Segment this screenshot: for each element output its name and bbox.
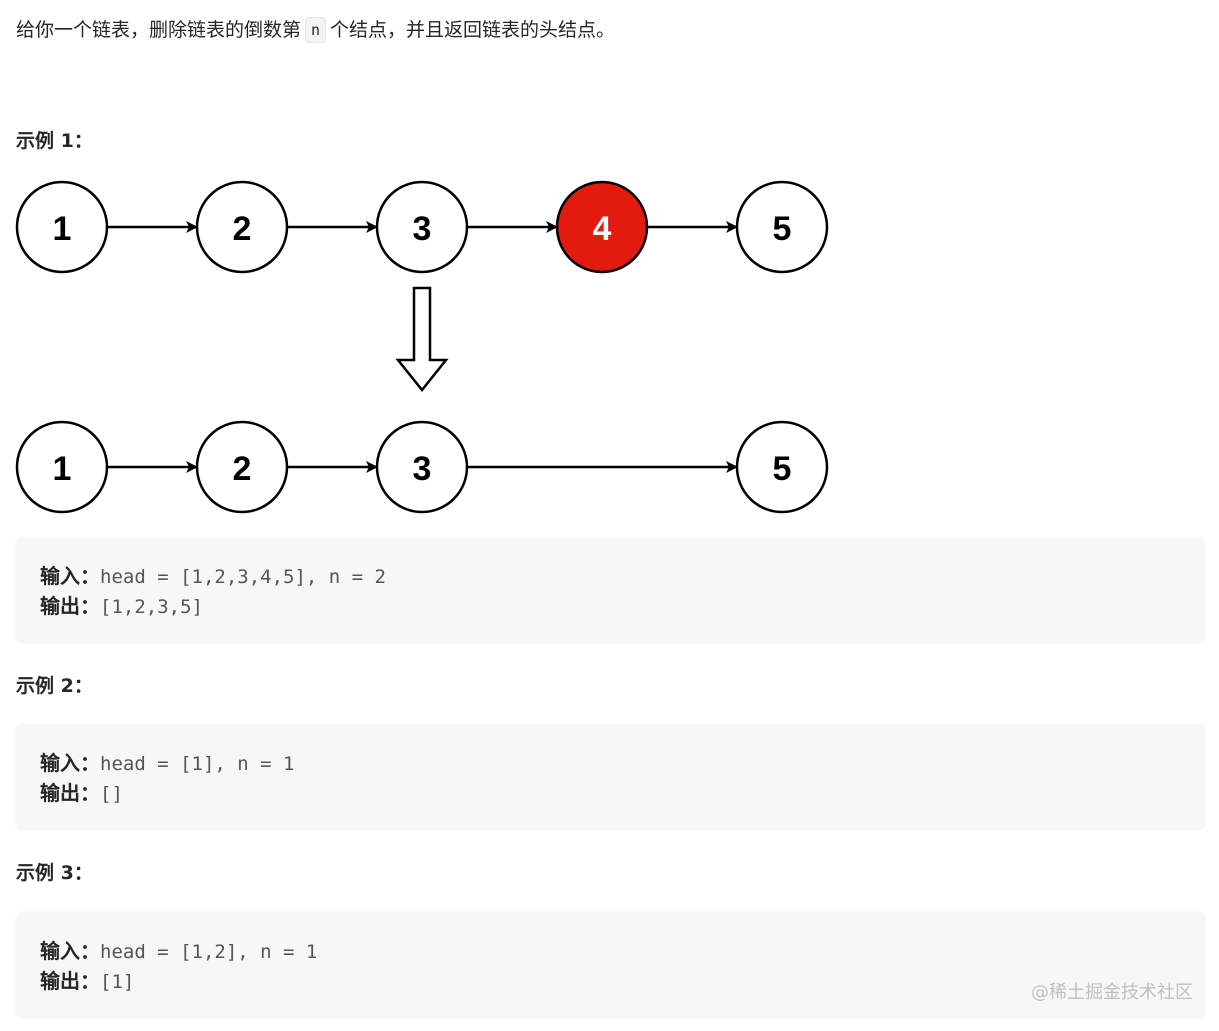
node-before-3: 3 — [375, 180, 469, 274]
inline-code-n: n — [305, 17, 327, 43]
node-before-1: 1 — [15, 180, 109, 274]
example-3-input-value: head = [1,2], n = 1 — [100, 941, 318, 963]
example-1-input-line: 输入：head = [1,2,3,4,5], n = 2 — [40, 561, 386, 592]
example-1-output-label: 输出： — [40, 594, 100, 618]
transform-down-arrow — [395, 286, 449, 393]
node-after-2: 2 — [195, 420, 289, 514]
linked-list-diagram: 1 2 3 4 5 1 2 3 5 — [15, 180, 829, 514]
example-3-output-label: 输出： — [40, 969, 100, 993]
example-2-input-label: 输入： — [40, 751, 100, 775]
example-2-input-line: 输入：head = [1], n = 1 — [40, 748, 294, 779]
example-3-input-line: 输入：head = [1,2], n = 1 — [40, 936, 317, 967]
node-before-2-label: 2 — [233, 210, 252, 248]
example-2-heading: 示例 2： — [16, 675, 93, 697]
node-after-3: 3 — [375, 420, 469, 514]
example-3-output-line: 输出：[1] — [40, 966, 134, 997]
node-before-3-label: 3 — [413, 210, 432, 248]
problem-text-after: 个结点，并且返回链表的头结点。 — [330, 19, 616, 41]
node-before-5-label: 5 — [773, 210, 792, 248]
node-after-2-label: 2 — [233, 450, 252, 488]
example-3-code-block: 输入：head = [1,2], n = 1 输出：[1] — [16, 912, 1205, 1018]
node-before-4-label: 4 — [593, 210, 612, 248]
node-after-5: 5 — [735, 420, 829, 514]
node-after-1-label: 1 — [53, 450, 72, 488]
example-2-code-block: 输入：head = [1], n = 1 输出：[] — [16, 724, 1205, 830]
example-3-heading: 示例 3： — [16, 862, 93, 884]
node-before-1-label: 1 — [53, 210, 72, 248]
example-1-input-label: 输入： — [40, 564, 100, 588]
example-3-output-value: [1] — [100, 971, 135, 993]
node-after-3-label: 3 — [413, 450, 432, 488]
example-1-output-line: 输出：[1,2,3,5] — [40, 591, 203, 622]
example-1-input-value: head = [1,2,3,4,5], n = 2 — [100, 566, 386, 588]
node-after-1: 1 — [15, 420, 109, 514]
example-1-code-block: 输入：head = [1,2,3,4,5], n = 2 输出：[1,2,3,5… — [16, 537, 1205, 643]
example-3-input-label: 输入： — [40, 939, 100, 963]
node-after-5-label: 5 — [773, 450, 792, 488]
node-before-2: 2 — [195, 180, 289, 274]
watermark: @稀土掘金技术社区 — [1031, 982, 1193, 1003]
node-before-5: 5 — [735, 180, 829, 274]
example-2-output-line: 输出：[] — [40, 778, 123, 809]
example-2-input-value: head = [1], n = 1 — [100, 753, 295, 775]
example-1-heading: 示例 1： — [16, 130, 93, 152]
problem-text-before: 给你一个链表，删除链表的倒数第 — [16, 19, 302, 41]
node-before-4-removed: 4 — [555, 180, 649, 274]
example-2-output-value: [] — [100, 783, 123, 805]
example-2-output-label: 输出： — [40, 781, 100, 805]
example-1-output-value: [1,2,3,5] — [100, 596, 203, 618]
